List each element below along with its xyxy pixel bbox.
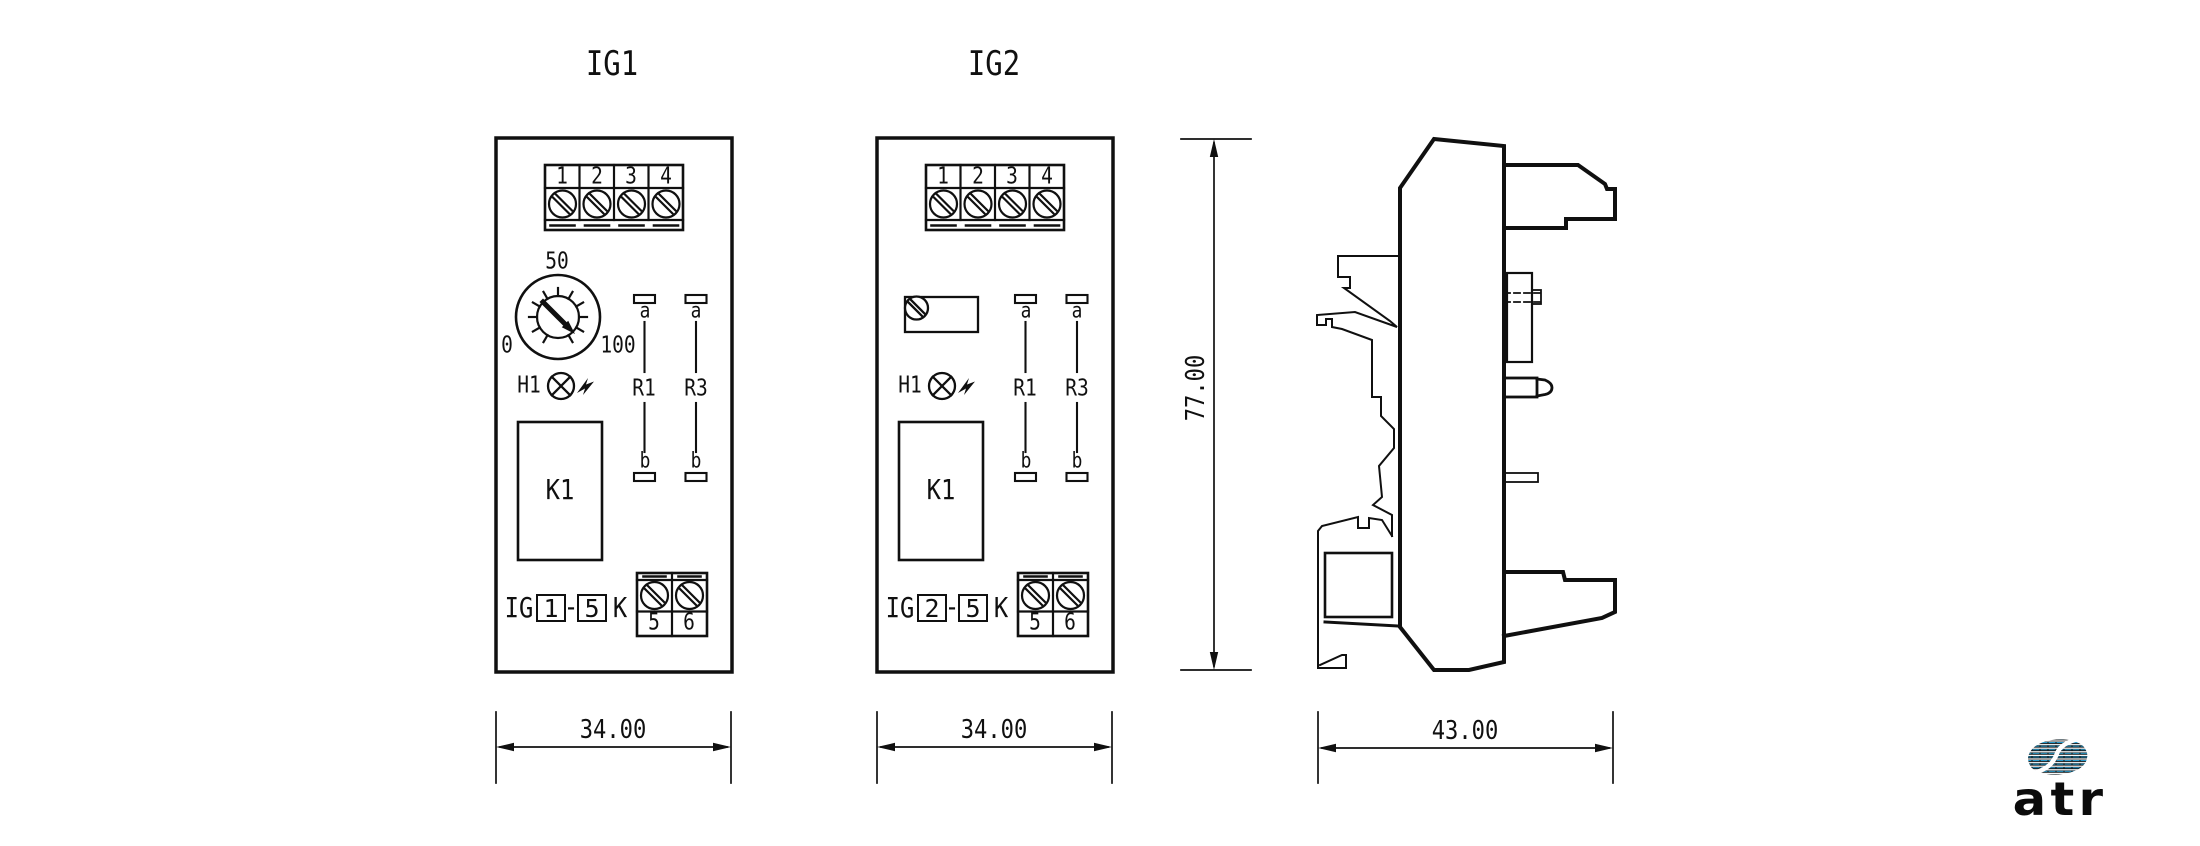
led-label: H1	[898, 372, 922, 399]
ig2-relay-outline	[897, 420, 985, 562]
type-label-dash: -	[944, 590, 960, 623]
flash-icon	[577, 378, 594, 395]
type-label-prefix: IG	[504, 591, 534, 624]
type-code-box: 2	[917, 594, 947, 622]
screw-terminal-icon	[928, 189, 959, 219]
ig1-title: IG1	[585, 44, 639, 84]
dimension-width-ig2	[876, 711, 1113, 784]
atr-logo-text: atr	[2012, 772, 2108, 826]
terminal-number: 4	[1041, 163, 1053, 190]
terminal-number: 6	[1064, 609, 1076, 636]
screw-terminal-icon	[903, 295, 930, 321]
side-body-outline	[1398, 136, 1506, 672]
type-label-suffix: K	[612, 591, 628, 624]
led-lamp-icon	[546, 371, 594, 401]
terminal-number: 1	[937, 163, 949, 190]
jumper-pin-label: b	[1071, 448, 1083, 473]
screw-terminal-icon	[1055, 580, 1086, 611]
dimension-height	[1180, 138, 1252, 671]
jumper-name: R1	[1013, 375, 1037, 402]
type-label-suffix: K	[993, 591, 1009, 624]
jumper-name: R3	[684, 375, 708, 402]
terminal-number: 4	[660, 163, 672, 190]
terminal-number: 2	[591, 163, 603, 190]
ig2-front-view	[875, 136, 1115, 674]
jumper-pin-label: a	[639, 298, 651, 323]
type-variant-box: 5	[577, 594, 607, 622]
side-mid-housing	[1505, 271, 1534, 364]
screw-terminal-icon	[639, 580, 670, 611]
relay-label: K1	[545, 473, 575, 506]
terminal-number: 5	[648, 609, 660, 636]
side-top-terminal-block	[1502, 163, 1617, 230]
atr-logo-mark	[2028, 736, 2088, 775]
led-lamp-icon	[927, 371, 975, 401]
ig2-top-terminal-block	[924, 163, 1066, 232]
ig1-bottom-terminal-block	[635, 571, 709, 638]
jumper-pin-label: b	[690, 448, 702, 473]
dim-label-height: 77.00	[1181, 354, 1211, 422]
ig2-bottom-terminal-block	[1016, 571, 1090, 638]
relay-label: K1	[926, 473, 956, 506]
ig1-front-view	[494, 136, 734, 674]
dial-pointer-icon	[539, 298, 575, 334]
ig2-outline	[875, 136, 1115, 674]
type-code-box: 1	[536, 594, 566, 622]
ig1-jumper-r1	[632, 293, 657, 483]
dim-label-width-ig1: 34.00	[579, 715, 647, 745]
dim-label-width-ig2: 34.00	[960, 715, 1028, 745]
side-view	[1316, 136, 1617, 672]
screw-terminal-icon	[963, 189, 993, 219]
terminal-number: 3	[625, 163, 637, 190]
jumper-pin-label: a	[690, 298, 702, 323]
screw-terminal-icon	[674, 580, 705, 611]
type-variant-box: 5	[958, 594, 988, 622]
dim-label-width-side: 43.00	[1431, 716, 1499, 746]
jumper-name: R3	[1065, 375, 1089, 402]
ig1-outline	[494, 136, 734, 674]
terminal-number: 5	[1029, 609, 1041, 636]
potentiometer-dial	[514, 273, 602, 361]
ig1-top-terminal-block	[543, 163, 685, 232]
type-label-dash: -	[563, 590, 579, 623]
jumper-name: R1	[632, 375, 656, 402]
flash-icon	[958, 378, 975, 395]
side-bottom-terminal-block	[1501, 570, 1617, 639]
logo-swoosh-icon	[2034, 736, 2081, 775]
jumper-pin-label: a	[1071, 298, 1083, 323]
side-upper-pin	[1502, 376, 1554, 399]
dimension-width-side	[1317, 711, 1614, 784]
screw-terminal-icon	[582, 189, 612, 219]
ig2-trimmer	[903, 295, 980, 334]
ig2-title: IG2	[967, 44, 1021, 84]
screw-terminal-icon	[1032, 189, 1062, 219]
jumper-pin-label: a	[1020, 298, 1032, 323]
dimension-width-ig1	[495, 711, 732, 784]
ig2-jumper-r3	[1065, 293, 1089, 483]
terminal-number: 3	[1006, 163, 1018, 190]
jumper-pin-label: b	[639, 448, 651, 473]
pot-scale-mid: 50	[545, 248, 569, 275]
screw-terminal-icon	[997, 189, 1028, 219]
screw-terminal-icon	[547, 189, 578, 219]
type-label-prefix: IG	[885, 591, 915, 624]
pot-scale-min: 0	[501, 332, 513, 359]
screw-terminal-icon	[651, 189, 681, 219]
screw-terminal-icon	[1020, 580, 1051, 611]
ig1-relay-outline	[516, 420, 604, 562]
side-lower-pin	[1503, 472, 1539, 483]
ig2-jumper-r1	[1013, 293, 1038, 483]
terminal-number: 6	[683, 609, 695, 636]
terminal-number: 1	[556, 163, 568, 190]
pot-scale-max: 100	[600, 332, 636, 359]
led-label: H1	[517, 372, 541, 399]
din-rail-clip	[1316, 255, 1401, 669]
screw-terminal-icon	[616, 189, 647, 219]
jumper-pin-label: b	[1020, 448, 1032, 473]
terminal-number: 2	[972, 163, 984, 190]
clip-window	[1323, 551, 1394, 619]
ig1-jumper-r3	[684, 293, 708, 483]
side-hidden-screw	[1503, 289, 1542, 305]
